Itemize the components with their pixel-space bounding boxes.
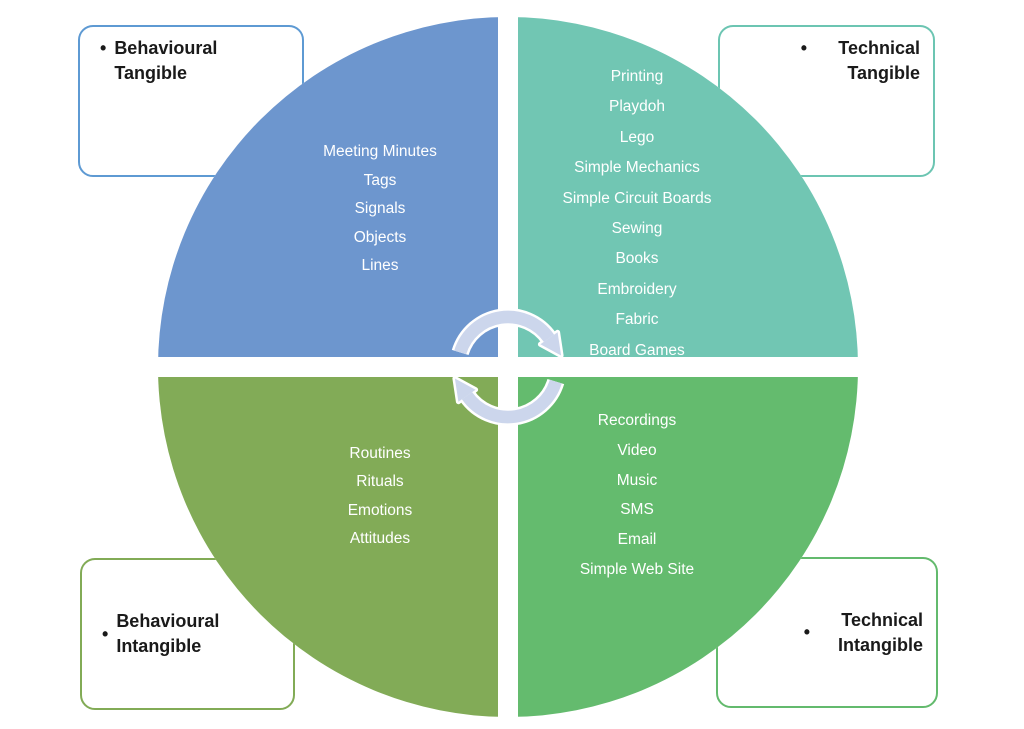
- quadrant-list-item: Lego: [619, 128, 655, 146]
- quadrant-technical-tangible: [518, 17, 858, 357]
- quadrant-list-item: Objects: [353, 228, 407, 246]
- quadrant-list-item: Signals: [354, 200, 406, 217]
- bullet-icon: •: [100, 38, 107, 58]
- quadrant-list-item: Attitudes: [349, 529, 411, 547]
- cycle-arrows-icon: [438, 297, 578, 437]
- quadrant-list-item: Video: [617, 441, 657, 459]
- quadrant-list-item: Tags: [363, 171, 397, 189]
- quadrant-list-item: Board Games: [589, 341, 685, 359]
- quadrant-list-item: Meeting Minutes: [323, 143, 437, 160]
- bullet-icon: •: [102, 623, 109, 644]
- quadrant-list-item: Fabric: [615, 311, 659, 329]
- quadrant-technical-intangible: [518, 377, 858, 717]
- quadrant-list-item: Emotions: [347, 501, 413, 519]
- quadrant-list-item: Lines: [361, 257, 399, 274]
- quadrant-list-item: Simple Circuit Boards: [562, 189, 712, 207]
- quadrant-list-item: Sewing: [611, 220, 663, 238]
- quadrant-list-item: Books: [615, 250, 659, 268]
- quadrant-list-item: Email: [617, 531, 657, 549]
- quadrant-list-item: Rituals: [356, 473, 404, 491]
- quadrant-behavioural-intangible: [158, 377, 498, 717]
- label-text: Technical Intangible: [838, 609, 923, 655]
- quadrant-list-item: SMS: [620, 501, 654, 519]
- label-text: Technical Tangible: [838, 38, 920, 83]
- quadrant-list-item: Playdoh: [608, 98, 665, 116]
- quadrant-list-item: Music: [616, 471, 658, 489]
- quadrant-behavioural-tangible: [158, 17, 498, 357]
- quadrant-list-item: Simple Mechanics: [574, 159, 700, 177]
- quadrant-list-item: Recordings: [597, 412, 677, 429]
- label-technical-intangible: • Technical Intangible: [718, 559, 936, 706]
- quadrant-list-item: Simple Web Site: [579, 560, 695, 578]
- quadrant-list-item: Embroidery: [597, 280, 677, 298]
- quadrant-list-item: Routines: [349, 445, 411, 462]
- quadrant-list-item: Printing: [610, 68, 664, 85]
